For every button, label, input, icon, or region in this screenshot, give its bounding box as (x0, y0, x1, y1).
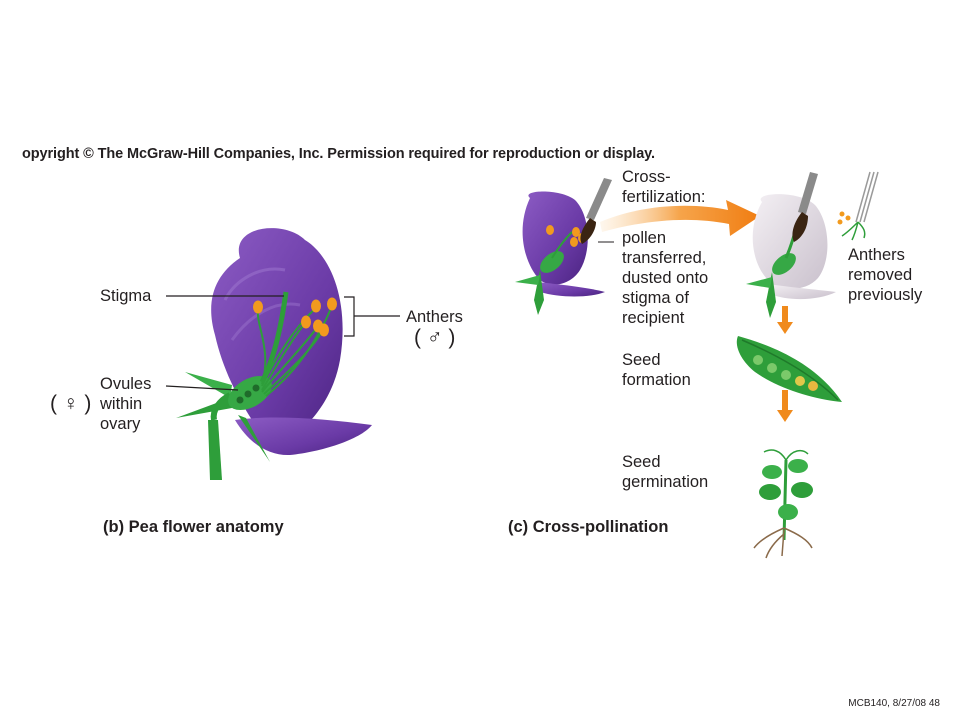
paintbrush (586, 178, 612, 220)
seed-germination-label: Seed germination (622, 453, 709, 491)
anthers-removed-label: Anthers removed previously (848, 246, 923, 304)
anatomy-caption: (b) Pea flower anatomy (103, 518, 284, 536)
male-symbol: ( ♂ ) (414, 326, 456, 349)
anther (327, 297, 337, 311)
pea-flower-anatomy-illustration (165, 228, 400, 480)
pollen-transfer-label: pollen transferred, dusted onto stigma o… (622, 229, 709, 327)
anthers-label: Anthers (406, 308, 463, 326)
cross-pollination-caption: (c) Cross-pollination (508, 518, 669, 536)
flower-stem (208, 420, 222, 480)
down-arrow (777, 390, 793, 422)
keel-petal (235, 417, 372, 456)
seedling (753, 449, 813, 559)
paintbrush (798, 172, 818, 214)
forceps (855, 171, 879, 223)
copyright-notice: opyright © The McGraw-Hill Companies, In… (22, 146, 655, 162)
seed-formation-label: Seed formation (622, 351, 691, 389)
slide-footer: MCB140, 8/27/08 48 (848, 698, 940, 709)
transfer-arrow (600, 200, 760, 236)
down-arrow (777, 306, 793, 334)
cross-fertilization-label: Cross- fertilization: (622, 168, 706, 206)
style (259, 291, 289, 384)
anther (311, 299, 321, 313)
anther (319, 323, 329, 337)
female-symbol: ( ♀ ) (50, 392, 92, 415)
pea-pod (736, 336, 842, 402)
anther (253, 300, 263, 314)
ovules-label: Ovules within ovary (100, 375, 152, 433)
donor-flower-petal (522, 191, 588, 285)
stigma-label: Stigma (100, 287, 152, 305)
cross-pollination-illustration (515, 171, 879, 559)
anther (301, 315, 311, 329)
recipient-flower-petal (752, 194, 828, 290)
